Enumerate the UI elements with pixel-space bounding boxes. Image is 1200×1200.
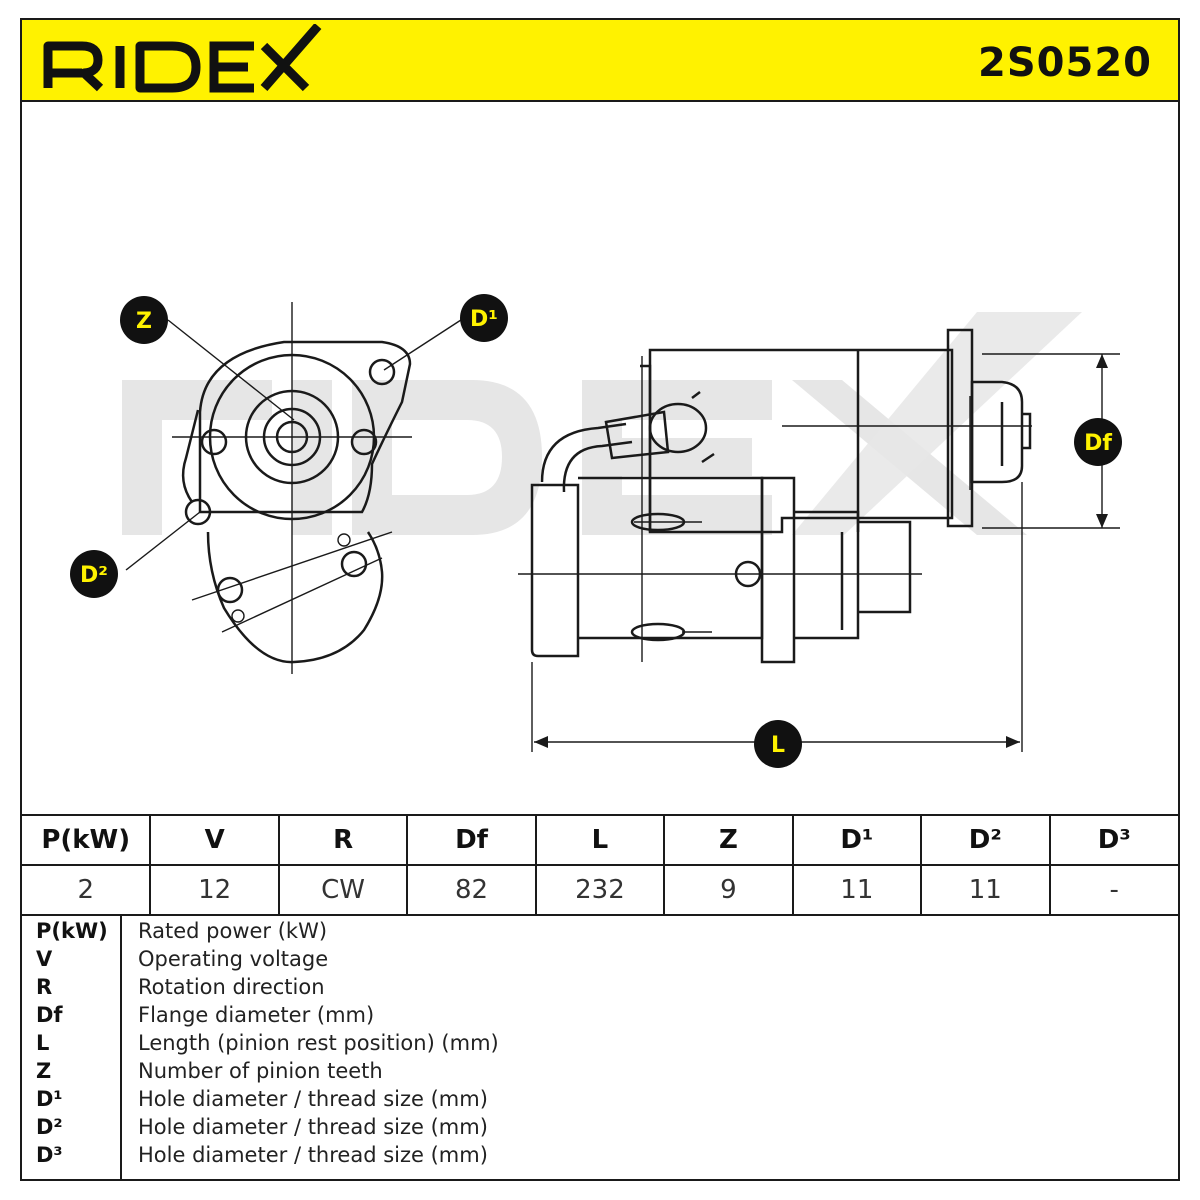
spec-header: P(kW) [22,814,152,866]
spec-header-row: P(kW) V R Df L Z D¹ D² D³ [22,814,1178,866]
legend-key: L [36,1031,50,1055]
spec-value: 82 [406,864,537,916]
spec-header: V [149,814,280,866]
datasheet: 2S0520 [20,18,1180,1181]
legend-desc: Flange diameter (mm) [138,1003,375,1027]
legend-desc: Hole diameter / thread size (mm) [138,1115,488,1139]
callout-df-label: Df [1084,431,1112,456]
callout-d1: D¹ [460,294,508,342]
spec-header: Z [663,814,794,866]
callout-l-label: L [771,733,785,758]
callout-l: L [754,720,802,768]
callout-d2: D² [70,550,118,598]
legend-desc: Length (pinion rest position) (mm) [138,1031,499,1055]
spec-value: 9 [663,864,794,916]
legend-desc: Rated power (kW) [138,919,328,943]
spec-value: - [1048,864,1178,916]
callout-z-label: Z [136,309,152,334]
legend-key: V [36,947,53,971]
spec-header: D³ [1048,814,1178,866]
spec-value: 12 [149,864,280,916]
legend-desc: Hole diameter / thread size (mm) [138,1087,488,1111]
spec-header: D² [920,814,1051,866]
legend-key: D³ [36,1143,63,1167]
side-view [518,328,1120,752]
spec-table: P(kW) V R Df L Z D¹ D² D³ 2 12 CW 82 232… [22,814,1178,916]
ridex-watermark [122,312,1082,535]
spec-header: L [534,814,666,866]
spec-header: Df [406,814,537,866]
spec-value: 232 [534,864,666,916]
callout-df: Df [1074,418,1122,466]
ridex-logo [43,24,322,93]
legend: P(kW) Rated power (kW) V Operating volta… [22,914,1178,1180]
legend-key: D¹ [36,1087,63,1111]
spec-header: R [277,814,409,866]
legend-desc: Rotation direction [138,975,325,999]
part-number: 2S0520 [978,40,1152,86]
legend-desc: Number of pinion teeth [138,1059,383,1083]
legend-desc: Hole diameter / thread size (mm) [138,1143,488,1167]
spec-value: 11 [791,864,923,916]
legend-key: R [36,975,53,999]
spec-value-row: 2 12 CW 82 232 9 11 11 - [22,864,1178,916]
legend-divider [120,914,122,1180]
spec-value: CW [277,864,409,916]
legend-key: P(kW) [36,919,108,943]
spec-header: D¹ [791,814,923,866]
front-view [125,302,465,674]
spec-value: 2 [22,864,152,916]
header-bar: 2S0520 [22,20,1178,102]
callout-d2-label: D² [80,563,108,588]
spec-value: 11 [920,864,1051,916]
legend-key: D² [36,1115,63,1139]
callout-d1-label: D¹ [470,307,498,332]
legend-key: Z [36,1059,52,1083]
technical-drawing: Z D¹ D² Df L [70,294,1122,768]
callout-z: Z [120,296,168,344]
legend-key: Df [36,1003,63,1027]
legend-desc: Operating voltage [138,947,329,971]
